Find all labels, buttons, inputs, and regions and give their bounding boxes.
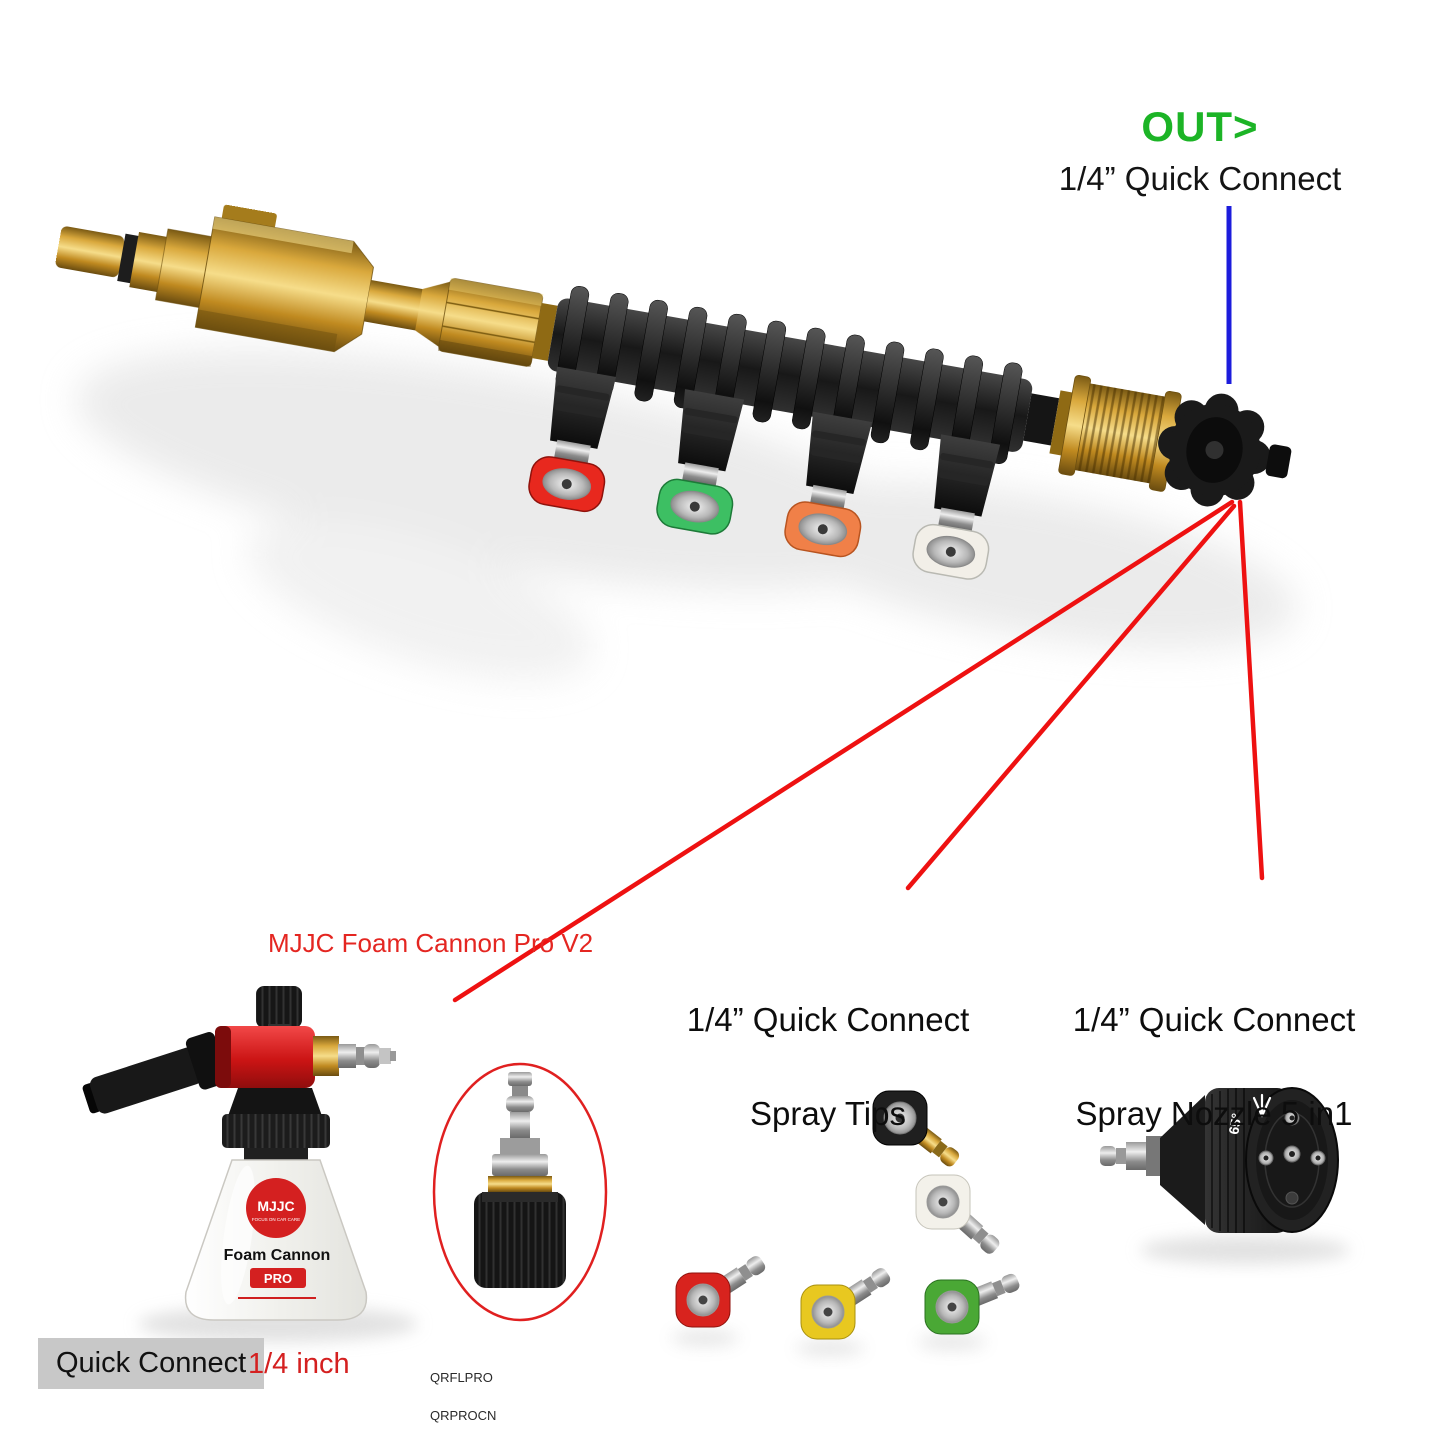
qc-adapter-circled [432, 1062, 608, 1322]
foam-cannon: MJJC FOCUS ON CAR CARE Foam Cannon PRO [82, 986, 396, 1321]
nozzle-qc-plug [1100, 1136, 1162, 1176]
foam-cannon-brand: MJJC [257, 1198, 294, 1214]
spray-nozzle-label: 1/4” Quick Connect Spray Nozzle 5 in1 [1030, 950, 1398, 1184]
annotation-line-spray-tips [905, 503, 1237, 891]
foam-cannon-top-knob [256, 986, 302, 1032]
spray-tip-green [924, 1273, 1020, 1335]
sku-line2: QRPROCN [430, 1407, 497, 1423]
manifold [547, 286, 1033, 464]
spray-tip-yellow [800, 1268, 891, 1340]
red-highlight-ellipse [432, 1062, 608, 1322]
foam-cannon-spray-head [82, 1032, 229, 1114]
foam-cannon-body [215, 1026, 396, 1088]
foam-cannon-bottle: MJJC FOCUS ON CAR CARE Foam Cannon PRO [184, 1159, 368, 1321]
nozzle-ribs [1211, 1088, 1245, 1233]
annotation-line-foam-cannon [452, 499, 1235, 1003]
foam-cannon-collar [222, 1088, 330, 1160]
spray-tip-white [915, 1174, 1000, 1254]
nozzle-shadow [1140, 1236, 1350, 1264]
spray-tip-green-installed [656, 389, 745, 535]
spray-nozzle-5in1: 65° [1100, 1087, 1339, 1233]
spray-tips-label: 1/4” Quick Connect Spray Tips [648, 950, 1008, 1184]
sku-line1: QRFLPRO [430, 1369, 493, 1385]
bayonet-adapter [55, 226, 212, 308]
annotation-line-spray-nozzle [1237, 499, 1265, 881]
loose-tip-shadows [671, 1330, 986, 1356]
spray-nozzle-label-line1: 1/4” Quick Connect [1072, 1000, 1356, 1038]
end-knob [1158, 393, 1292, 507]
spray-tips-label-line1: 1/4” Quick Connect [686, 1000, 970, 1038]
spray-nozzle-label-line2: Spray Nozzle 5 in1 [1075, 1094, 1353, 1132]
quick-connect-coupler [1023, 374, 1182, 492]
adapter-block [194, 204, 374, 353]
pro-badge [250, 1268, 306, 1288]
quarter-inch-label: 1/4 inch [248, 1348, 350, 1380]
spray-tip-orange-installed [784, 411, 873, 558]
quick-connect-label: 1/4” Quick Connect [1058, 160, 1342, 197]
out-label: OUT> [1141, 103, 1259, 150]
pro-badge-text: PRO [264, 1271, 292, 1286]
foam-cannon-brand-circle [246, 1178, 306, 1238]
spray-tip-red-installed [528, 366, 617, 513]
spray-tip-black [872, 1090, 960, 1167]
foam-cannon-label: MJJC Foam Cannon Pro V2 [268, 928, 594, 958]
sku-label: QRFLPRO QRPROCN [430, 1350, 496, 1444]
nozzle-angle-text: 65° [1225, 1112, 1244, 1136]
main-assembly [55, 204, 1292, 580]
spray-tip-white-installed [912, 434, 1001, 580]
hex-nut [363, 277, 558, 368]
spray-angle-icon [1252, 1093, 1272, 1118]
quick-connect-box: Quick Connect [38, 1338, 265, 1389]
foam-cannon-product-name: Foam Cannon [224, 1247, 331, 1264]
foam-cannon-tagline: FOCUS ON CAR CARE [252, 1217, 300, 1222]
spray-tips-label-line2: Spray Tips [750, 1094, 906, 1132]
manifold-fins [555, 286, 1023, 464]
nozzle-face [1245, 1087, 1339, 1233]
spray-tip-red [675, 1256, 766, 1328]
